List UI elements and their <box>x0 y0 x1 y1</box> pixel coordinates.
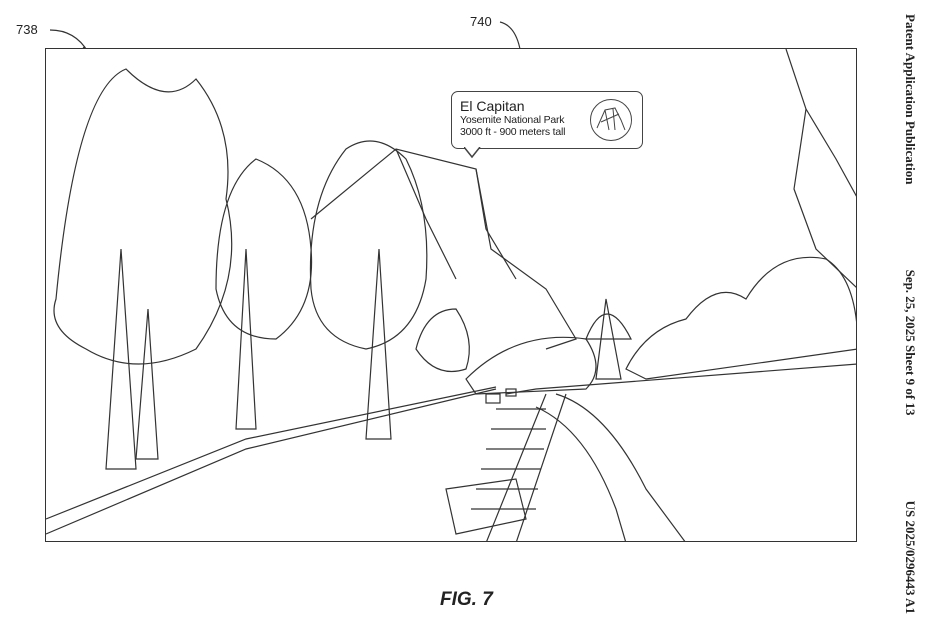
reference-numeral-740: 740 <box>470 14 492 29</box>
trees <box>53 68 856 470</box>
road-right-edge <box>505 363 856 395</box>
poi-location: Yosemite National Park <box>460 114 565 126</box>
ar-windshield-view: El Capitan Yosemite National Park 3000 f… <box>45 48 857 542</box>
side-mirror <box>445 478 527 535</box>
el-capitan-thumbnail-icon <box>590 99 632 141</box>
el-capitan-cliff <box>310 148 577 350</box>
poi-height: 3000 ft - 900 meters tall <box>460 126 566 138</box>
reference-numeral-738: 738 <box>16 22 38 37</box>
poi-title: El Capitan <box>460 98 525 114</box>
scene-drawing <box>46 49 856 541</box>
figure-label: FIG. 7 <box>440 589 493 610</box>
right-cliff <box>785 49 856 288</box>
road-left-edge <box>46 388 497 535</box>
car-a-pillar <box>535 393 686 541</box>
callout-pointer <box>464 147 481 159</box>
poi-info-callout[interactable]: El Capitan Yosemite National Park 3000 f… <box>451 91 643 149</box>
